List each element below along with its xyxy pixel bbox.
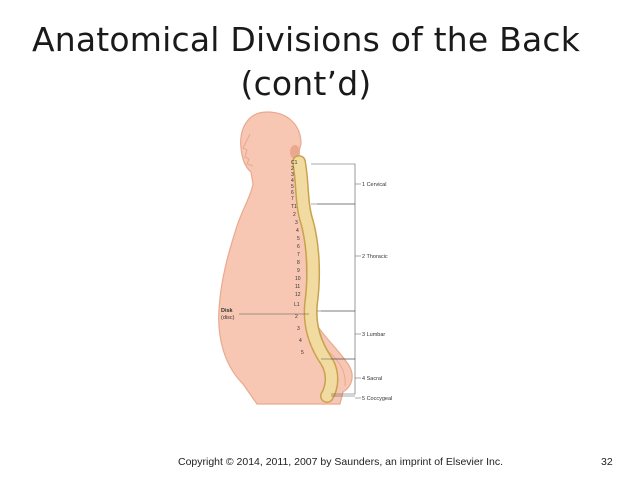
copyright-footer: Copyright © 2014, 2011, 2007 by Saunders… [178,456,504,468]
vertebra-label: 8 [297,260,300,266]
vertebra-label: 3 [295,220,298,226]
disk-label: Disk [221,308,234,314]
vertebra-label: 2 [293,212,296,218]
vertebra-label: T1 [291,204,297,210]
vertebra-label: 7 [291,196,294,202]
vertebra-label: 5 [297,236,300,242]
page-number: 32 [601,456,613,468]
region-label-thoracic: 2 Thoracic [362,254,388,260]
vertebra-label: 10 [295,276,301,282]
vertebra-label: 6 [297,244,300,250]
disk-sublabel: (disc) [221,315,235,321]
vertebra-label: 4 [291,178,294,184]
spine-illustration: C1 2 3 4 5 6 7 T1 2 3 4 5 6 7 8 9 10 11 … [218,111,392,405]
slide-title: Anatomical Divisions of the Back (cont’d… [0,18,612,106]
vertebra-label: 4 [296,228,299,234]
slide-title-line1: Anatomical Divisions of the Back [31,20,581,59]
region-label-lumbar: 3 Lumbar [362,332,385,338]
vertebra-label: 2 [291,166,294,172]
vertebra-label: 11 [295,284,300,290]
vertebra-label: 3 [297,326,300,332]
region-leaders [355,183,361,399]
vertebra-label: 5 [301,350,304,356]
vertebra-label: 7 [297,252,300,258]
vertebra-label: 12 [295,292,301,298]
vertebra-label: 4 [299,338,302,344]
vertebra-label: L1 [294,302,300,308]
face-profile [242,133,254,167]
vertebra-label: 6 [291,190,294,196]
vertebra-label: C1 [291,160,298,166]
vertebra-label: 5 [291,184,294,190]
vertebra-label: 9 [297,268,300,274]
slide-title-line2: (cont’d) [240,64,372,103]
region-label-coccygeal: 5 Coccygeal [362,396,392,402]
region-label-cervical: 1 Cervical [362,182,386,188]
region-label-sacral: 4 Sacral [362,376,382,382]
vertebra-number-labels: C1 2 3 4 5 6 7 T1 2 3 4 5 6 7 8 9 10 11 … [291,160,304,356]
vertebra-label: 2 [295,314,298,320]
spine-column [292,155,339,403]
vertebra-label: 3 [291,172,294,178]
